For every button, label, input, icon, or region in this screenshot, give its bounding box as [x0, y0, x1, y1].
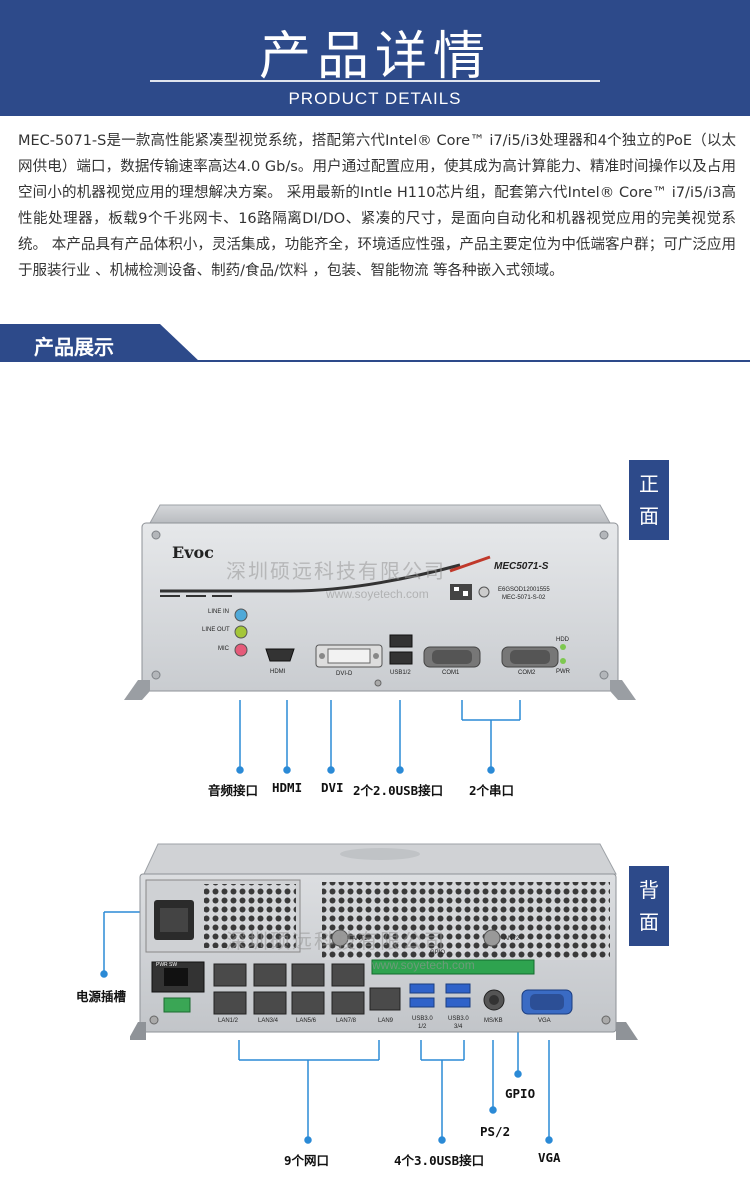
front-tag: 正 面 — [629, 460, 669, 540]
label-usb3a-sub: 1/2 — [418, 1024, 427, 1030]
callout-ps2: PS/2 — [480, 1124, 511, 1139]
model-label: MEC-5071-S-02 — [502, 595, 546, 601]
callout-dvi: DVI — [321, 780, 344, 795]
model-logo: MEC5071-S — [494, 561, 549, 572]
watermark-cn-front: 深圳硕远科技有限公司 — [226, 559, 446, 583]
label-gpio: GPIO — [430, 950, 446, 956]
back-tag: 背 面 — [629, 866, 669, 946]
label-usb3b-sub: 3/4 — [454, 1024, 463, 1030]
label-hdd: HDD — [556, 637, 569, 643]
label-mskb: MS/KB — [484, 1018, 503, 1024]
page-subtitle: PRODUCT DETAILS — [288, 89, 462, 108]
section-title: 产品展示 — [34, 335, 114, 359]
label-line-in: LINE IN — [208, 609, 230, 615]
page-title: 产品详情 — [258, 27, 491, 87]
label-com1: COM1 — [442, 670, 460, 676]
back-tag-char-1: 背 — [639, 878, 659, 902]
serial-number: E6GSOD12001555 — [498, 587, 550, 593]
label-com2: COM2 — [518, 670, 536, 676]
callout-serial: 2个串口 — [469, 783, 515, 798]
front-panel-image: Evoc MEC5071-S E6GSOD12001555 MEC-5071-S… — [120, 495, 640, 710]
label-pwr-sw: PWR SW — [156, 962, 178, 968]
front-tag-char-1: 正 — [639, 472, 659, 496]
label-lan56: LAN5/6 — [296, 1018, 317, 1024]
label-hdmi: HDMI — [270, 669, 286, 675]
back-panel-image: PWR SW ANT1 ANT2 GPIO LAN1/2 LAN3/4 LAN5… — [130, 842, 640, 1042]
label-usb3a: USB3.0 — [412, 1016, 433, 1022]
label-usb3b: USB3.0 — [448, 1016, 469, 1022]
section-underline — [160, 360, 750, 362]
label-mic: MIC — [218, 646, 229, 652]
label-ant2: ANT2 — [504, 936, 520, 942]
callout-gpio: GPIO — [505, 1086, 536, 1101]
callout-usb2: 2个2.0USB接口 — [353, 783, 444, 798]
callout-usb3: 4个3.0USB接口 — [394, 1153, 485, 1168]
product-description: MEC-5071-S是一款高性能紧凑型视觉系统，搭配第六代Intel® Core… — [18, 133, 736, 279]
watermark-cn-back: 深圳硕远科技有限公司 — [226, 929, 446, 953]
front-tag-char-2: 面 — [639, 504, 659, 528]
callout-vga: VGA — [538, 1150, 561, 1165]
label-lan12: LAN1/2 — [218, 1018, 239, 1024]
label-ant1: ANT1 — [352, 936, 368, 942]
watermark-url-back: www.soyetech.com — [372, 958, 475, 972]
label-lan78: LAN7/8 — [336, 1018, 357, 1024]
callout-power: 电源插槽 — [76, 989, 127, 1004]
section-tab — [0, 324, 200, 362]
callout-hdmi: HDMI — [272, 780, 303, 795]
label-line-out: LINE OUT — [202, 627, 230, 633]
watermark-url-front: www.soyetech.com — [326, 587, 429, 601]
label-usb12: USB1/2 — [390, 670, 411, 676]
header-divider — [150, 80, 600, 82]
callout-lan: 9个网口 — [284, 1153, 330, 1168]
header-banner: 产品详情 PRODUCT DETAILS — [0, 0, 750, 116]
label-pwr: PWR — [556, 669, 570, 675]
label-vga: VGA — [538, 1018, 551, 1024]
back-tag-char-2: 面 — [639, 910, 659, 934]
section-header: 产品展示 — [0, 324, 750, 362]
brand-logo: Evoc — [172, 543, 214, 562]
label-lan9: LAN9 — [378, 1018, 394, 1024]
callout-audio: 音频接口 — [208, 783, 259, 798]
label-dvi: DVI-D — [336, 671, 353, 677]
label-lan34: LAN3/4 — [258, 1018, 279, 1024]
